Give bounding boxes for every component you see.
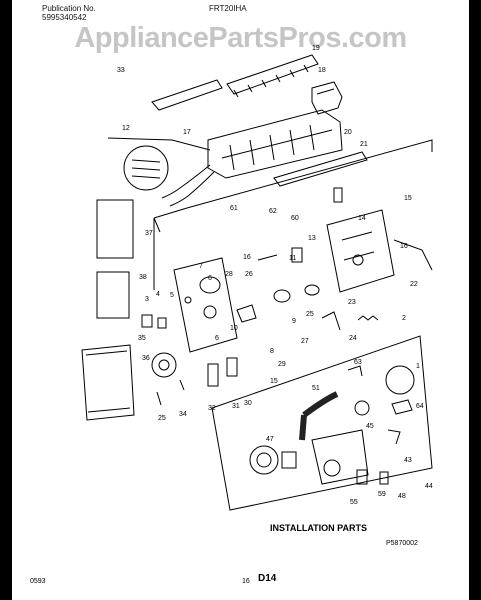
callout-34: 34 <box>179 411 187 418</box>
callout-7: 7 <box>199 263 203 270</box>
fill-tube-drawing <box>151 79 223 111</box>
callout-19: 19 <box>312 45 320 52</box>
callout-43: 43 <box>404 457 412 464</box>
callout-14: 14 <box>358 215 366 222</box>
callout-32: 32 <box>208 405 216 412</box>
water-valve-drawing <box>311 429 369 485</box>
callout-55: 55 <box>350 499 358 506</box>
callout-15: 15 <box>404 195 412 202</box>
callout-30: 30 <box>244 400 252 407</box>
callout-36: 36 <box>142 355 150 362</box>
front-cover-drawing <box>81 344 135 421</box>
callout-6b: 6 <box>215 335 219 342</box>
ice-mold-drawing <box>207 109 343 179</box>
callout-12: 12 <box>122 125 130 132</box>
callout-13: 13 <box>308 235 316 242</box>
callout-38: 38 <box>139 274 147 281</box>
mounting-plate-drawing <box>173 257 238 353</box>
callout-20: 20 <box>344 129 352 136</box>
callout-21: 21 <box>360 141 368 148</box>
callout-27: 27 <box>301 338 309 345</box>
publication-number: 5995340542 <box>42 13 87 22</box>
callout-28a: 28 <box>225 271 233 278</box>
callout-17: 17 <box>183 129 191 136</box>
mold-support-drawing <box>326 209 395 293</box>
callout-59: 59 <box>378 491 386 498</box>
motor-cover-drawing <box>311 81 343 115</box>
callout-24: 24 <box>349 335 357 342</box>
callout-25b: 25 <box>158 415 166 422</box>
model-number: FRT20IHA <box>209 4 247 13</box>
callout-62: 62 <box>269 208 277 215</box>
instruction-bag-drawing <box>96 199 134 259</box>
callout-63: 63 <box>354 359 362 366</box>
callout-33: 33 <box>117 67 125 74</box>
callout-31: 31 <box>232 403 240 410</box>
drive-gear-drawing <box>151 352 177 378</box>
callout-23: 23 <box>348 299 356 306</box>
installation-parts-box <box>211 335 433 511</box>
shelf-drawing <box>273 151 368 187</box>
callout-5: 5 <box>170 292 174 299</box>
section-label: INSTALLATION PARTS <box>270 523 367 533</box>
callout-18: 18 <box>318 67 326 74</box>
callout-10: 10 <box>230 325 238 332</box>
callout-45: 45 <box>366 423 374 430</box>
callout-16b: 16 <box>243 254 251 261</box>
callout-3: 3 <box>145 296 149 303</box>
callout-8: 8 <box>270 348 274 355</box>
parts-bag-drawing <box>96 271 130 319</box>
ejector-drawing <box>226 54 319 95</box>
callout-47: 47 <box>266 436 274 443</box>
page-code: D14 <box>258 573 277 584</box>
publication-label: Publication No. <box>42 4 96 13</box>
callout-35: 35 <box>138 335 146 342</box>
callout-25a: 25 <box>306 311 314 318</box>
figure-code: P5870002 <box>386 540 418 547</box>
callout-64: 64 <box>416 403 424 410</box>
callout-4: 4 <box>156 291 160 298</box>
callout-51: 51 <box>312 385 320 392</box>
callout-9: 9 <box>292 318 296 325</box>
callout-44: 44 <box>425 483 433 490</box>
callout-6a: 6 <box>208 275 212 282</box>
exploded-parts-diagram: 33 19 18 17 20 21 12 61 62 60 14 15 37 1… <box>30 45 433 585</box>
callout-60: 60 <box>291 215 299 222</box>
callout-26: 26 <box>245 271 253 278</box>
footer-number: 16 <box>242 578 250 585</box>
callout-16a: 16 <box>400 243 408 250</box>
callout-22: 22 <box>410 281 418 288</box>
callout-48: 48 <box>398 493 406 500</box>
callout-2: 2 <box>402 315 406 322</box>
footer-date: 0593 <box>30 578 46 585</box>
callout-37: 37 <box>145 230 153 237</box>
callout-1: 1 <box>416 363 420 370</box>
callout-11: 11 <box>289 255 296 262</box>
callout-15b: 15 <box>270 378 278 385</box>
parts-sheet: Publication No. 5995340542 FRT20IHA Appl… <box>12 0 469 600</box>
harness-detail-circle <box>123 145 169 191</box>
callout-61: 61 <box>230 205 238 212</box>
callout-29: 29 <box>278 361 286 368</box>
